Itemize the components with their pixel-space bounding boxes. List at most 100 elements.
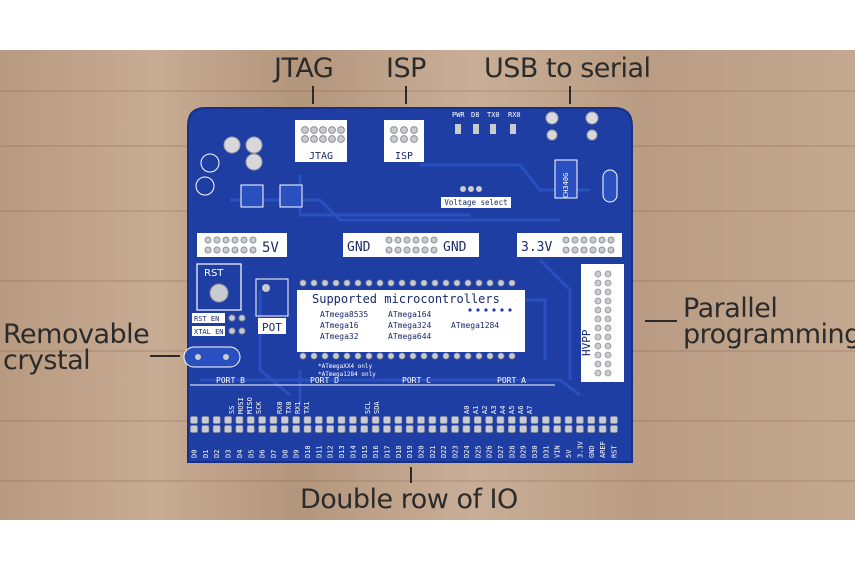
pin-label: A4 [499, 406, 507, 414]
io-pad [519, 425, 527, 433]
io-pad [383, 416, 391, 424]
io-pin-label: D20 [418, 445, 426, 458]
io-pad [394, 425, 403, 433]
io-pad [349, 425, 357, 433]
io-pin-label: D25 [474, 445, 482, 458]
io-pad [224, 425, 232, 433]
io-pad [598, 425, 607, 433]
io-pad [303, 425, 312, 433]
pin-label: A0 [463, 406, 471, 414]
io-pad [326, 425, 335, 433]
io-pad [485, 416, 493, 424]
io-pad [428, 425, 437, 433]
pin-function-labels: SS MOSI MISO SCK RX0 TX0 RX1 TX1 SCL SDA… [228, 397, 534, 414]
io-pad [235, 416, 244, 424]
usb-connector [545, 111, 599, 141]
leader-parallel [645, 320, 677, 322]
io-pad [246, 416, 255, 424]
io-pin-label: D31 [542, 445, 550, 458]
led-label: D8 [471, 111, 479, 119]
io-pad [315, 416, 323, 424]
rail-gnd-left-label: GND [347, 240, 371, 255]
pin-label: MOSI [237, 397, 245, 414]
io-pad [246, 425, 255, 433]
rail-3v3-label: 3.3V [521, 240, 552, 255]
io-pin-label: D27 [497, 445, 505, 458]
io-pad [553, 425, 562, 433]
pin-label: A7 [526, 406, 534, 414]
isp-silk-label: ISP [395, 151, 413, 162]
io-pad [553, 416, 562, 424]
io-pin-label: D17 [383, 445, 391, 458]
io-pin-label: D18 [395, 445, 403, 458]
io-pad [451, 425, 459, 433]
io-pin-label: D4 [236, 450, 244, 458]
io-pad [224, 416, 232, 424]
mcu-socket: Supported microcontrollers ATmega8535 AT… [297, 279, 525, 378]
io-pin-label: D3 [225, 450, 233, 458]
io-pad [269, 416, 278, 424]
mcu-note: *ATmegaXX4 only [318, 363, 373, 370]
port-label: PORT A [497, 376, 526, 385]
io-pad [451, 416, 459, 424]
rst-label: RST [204, 268, 224, 279]
io-pad [235, 425, 244, 433]
io-pin-label: 5V [565, 449, 573, 458]
pin-label: A1 [472, 406, 480, 414]
io-pin-label: D29 [520, 445, 528, 458]
io-pad [212, 416, 221, 424]
port-labels: PORT B PORT D PORT C PORT A [190, 376, 555, 386]
io-pin-label: D21 [429, 445, 437, 458]
voltage-select: Voltage select [441, 186, 511, 208]
io-pad [394, 416, 403, 424]
pin-label: SCL [364, 401, 372, 414]
io-pin-label: D1 [202, 450, 210, 458]
mcu-title: Supported microcontrollers [312, 292, 500, 306]
io-pad [530, 416, 539, 424]
io-pad [598, 416, 607, 424]
io-pad [610, 425, 618, 433]
io-pad [485, 425, 493, 433]
io-pad [405, 416, 414, 424]
rst-en-label: RST EN [194, 315, 219, 323]
io-pad [473, 425, 482, 433]
pin-label: SS [228, 406, 236, 414]
io-pad-rows [190, 416, 618, 433]
jtag-silk-label: JTAG [309, 151, 333, 162]
port-label: PORT B [216, 376, 245, 385]
io-pad [576, 416, 584, 424]
parallel-header: HVPP [580, 264, 624, 382]
io-pad [280, 416, 289, 424]
port-label: PORT D [310, 376, 339, 385]
io-pad [417, 425, 425, 433]
voltage-select-label: Voltage select [444, 198, 507, 207]
leader-crystal [150, 355, 180, 357]
reset-section: RST RST EN XTAL EN [183, 263, 246, 368]
io-pad [462, 416, 471, 424]
io-pad [371, 425, 380, 433]
io-pin-label: D9 [293, 450, 301, 458]
io-pad [564, 416, 573, 424]
io-pad [405, 425, 414, 433]
leader-jtag [312, 86, 314, 104]
pin-label: RX0 [276, 401, 284, 414]
io-pad [292, 416, 300, 424]
pin-label: A5 [508, 406, 516, 414]
io-pad [258, 416, 266, 424]
io-pad [360, 425, 369, 433]
io-pad [383, 425, 391, 433]
usb-ic-label: CH340G [562, 173, 570, 198]
io-pin-label: GND [588, 445, 596, 458]
io-pad [507, 416, 516, 424]
io-pin-label: D26 [486, 445, 494, 458]
io-pad [269, 425, 278, 433]
rail-5v: 5V [197, 233, 287, 257]
mcu-item: ATmega1284 [451, 321, 499, 330]
io-pad [315, 425, 323, 433]
io-pad [280, 425, 289, 433]
pin-label: SCK [255, 401, 263, 414]
io-pin-label: D23 [452, 445, 460, 458]
callout-parallel-line1: Parallel [683, 293, 778, 324]
pin-label: SDA [373, 401, 381, 414]
